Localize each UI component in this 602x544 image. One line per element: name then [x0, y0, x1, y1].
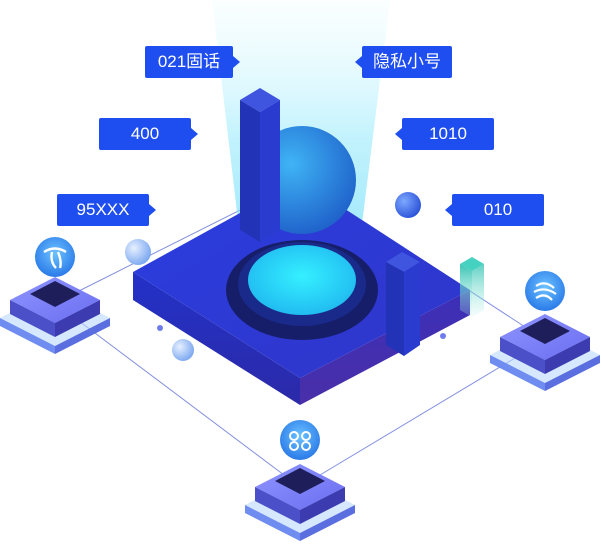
teal-bar [460, 257, 484, 317]
tag-400: 400 [99, 118, 198, 150]
node-right [490, 271, 600, 391]
china-telecom-logo-icon [43, 247, 67, 269]
tag-95xxx: 95XXX [57, 194, 156, 226]
sphere-left [125, 239, 151, 265]
sphere-right [395, 192, 421, 218]
sphere-front [172, 339, 194, 361]
data-bar-right [386, 252, 420, 356]
node-bottom [245, 420, 355, 541]
china-mobile-logo-icon [533, 282, 557, 301]
node-left [0, 237, 110, 354]
tag-1010: 1010 [395, 118, 494, 150]
china-unicom-logo-icon [289, 431, 311, 451]
tag-010: 010 [445, 194, 544, 226]
central-platform [133, 180, 470, 405]
data-bar-left [240, 88, 280, 242]
tag-021-fixed-line: 021固话 [145, 46, 240, 78]
tag-private-number: 隐私小号 [355, 46, 452, 78]
